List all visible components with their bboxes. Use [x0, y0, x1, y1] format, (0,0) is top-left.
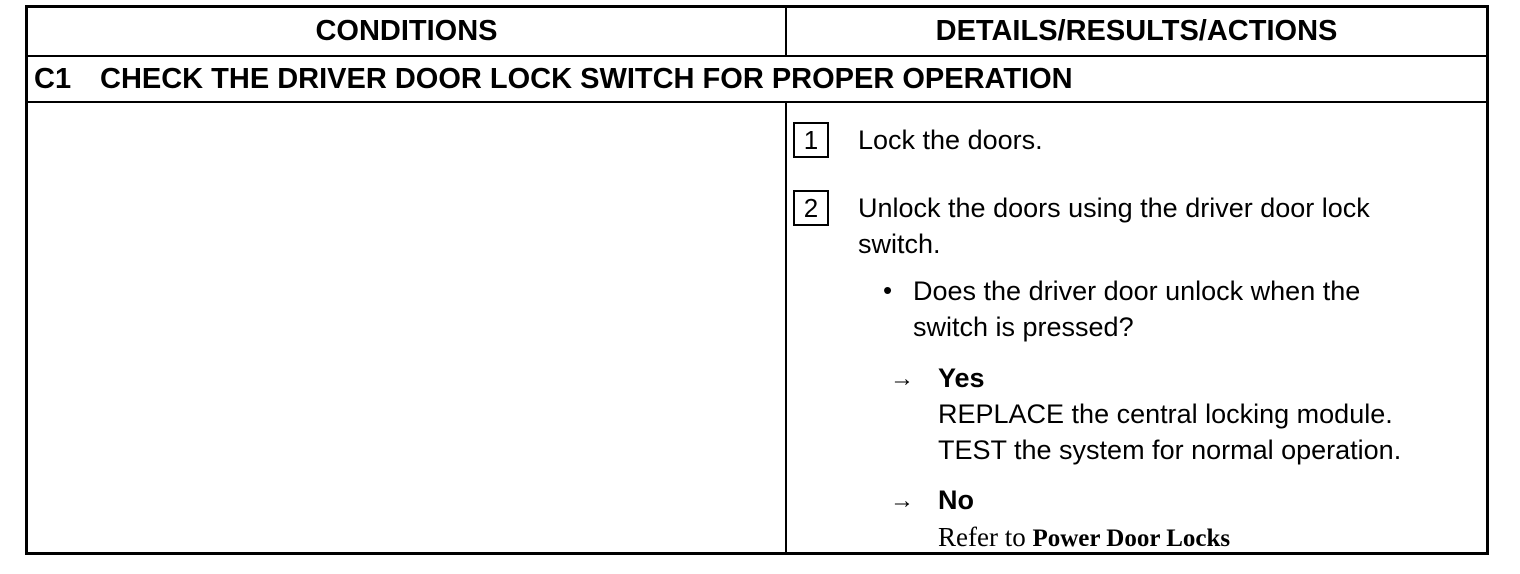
step-text-2-line1: Unlock the doors using the driver door l…: [858, 193, 1370, 223]
section-row: C1 CHECK THE DRIVER DOOR LOCK SWITCH FOR…: [28, 57, 1486, 103]
details-header: DETAILS/RESULTS/ACTIONS: [935, 15, 1338, 47]
yes-action-1: REPLACE the central locking module.: [938, 399, 1393, 429]
no-refer-text: Refer to Power Door Locks: [938, 519, 1230, 557]
details-cell: 1 Lock the doors. 2 Unlock the doors usi…: [787, 103, 1486, 552]
diagnostic-table: CONDITIONS DETAILS/RESULTS/ACTIONS C1 CH…: [25, 5, 1489, 555]
yes-action-2: TEST the system for normal operation.: [938, 435, 1402, 465]
step-text-2-line2: switch.: [858, 229, 941, 259]
header-divider: [785, 8, 787, 55]
section-id: C1: [34, 63, 72, 95]
column-divider: [785, 103, 787, 552]
no-arrow-icon: →: [890, 487, 914, 514]
step-text-1: Lock the doors.: [858, 125, 1043, 155]
table-header: CONDITIONS DETAILS/RESULTS/ACTIONS: [28, 8, 1486, 57]
yes-label: Yes: [938, 363, 985, 393]
question-line1: Does the driver door unlock when the: [913, 276, 1361, 306]
conditions-header: CONDITIONS: [315, 15, 498, 47]
step-number-1: 1: [793, 122, 829, 158]
conditions-cell: [28, 103, 785, 552]
no-label: No: [938, 485, 974, 515]
refer-to-label: Refer to: [938, 522, 1026, 552]
step-number-2: 2: [793, 190, 829, 226]
question-line2: switch is pressed?: [913, 312, 1134, 342]
yes-arrow-icon: →: [890, 365, 914, 392]
section-title: CHECK THE DRIVER DOOR LOCK SWITCH FOR PR…: [100, 63, 1073, 95]
power-door-locks-link[interactable]: Power Door Locks: [1032, 525, 1231, 552]
bullet-dot: •: [883, 275, 893, 305]
